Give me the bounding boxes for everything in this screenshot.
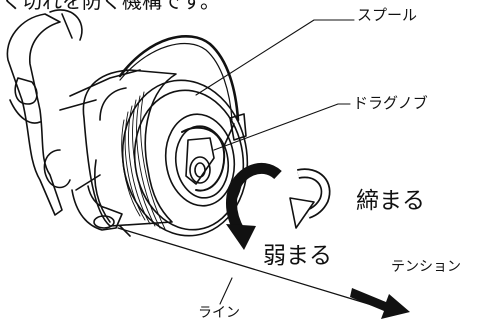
drag-knob (164, 113, 236, 207)
fishing-line (117, 227, 396, 313)
line-label: ライン (198, 305, 240, 321)
spool-label: スプール (357, 6, 418, 24)
loosen-arrow-icon (226, 162, 282, 250)
drag-knob-leader (213, 103, 351, 151)
tighten-label: 締まる (356, 188, 425, 214)
line-leader (219, 277, 233, 305)
tension-arrow-icon (350, 288, 410, 319)
drag-knob-label: ドラグノブ (353, 94, 428, 112)
tighten-arrow-icon (289, 168, 331, 229)
reel-frame (6, 13, 63, 216)
caption-text: く切れを防ぐ機構です。 (2, 0, 220, 13)
bail-wire (118, 35, 240, 122)
spool-leader (195, 19, 355, 96)
loosen-label: 弱まる (263, 243, 332, 269)
tension-label: テンション (391, 259, 461, 275)
